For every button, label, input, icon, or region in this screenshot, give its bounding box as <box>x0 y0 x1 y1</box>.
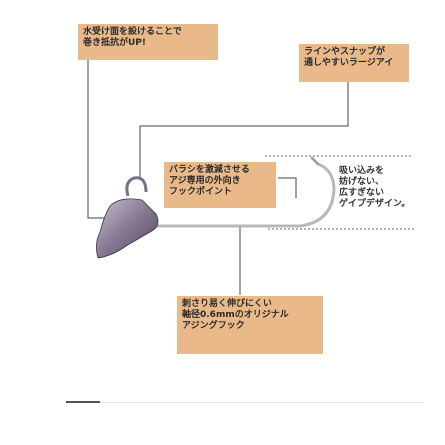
gape-note-line2: 妨げない、 <box>339 177 385 187</box>
callout-hook-wire-line3: アジングフック <box>182 321 245 331</box>
gape-note-line1: 吸い込みを <box>339 166 385 176</box>
callout-sag-reduce-line2: アジ専用の外向き <box>169 176 241 186</box>
leader-sag-reduce <box>278 177 297 198</box>
gape-guides <box>265 155 415 230</box>
callout-line-snap: ラインやスナップが 通しやすいラージアイ <box>299 44 409 82</box>
gape-note-line3: 広すぎない <box>339 188 385 198</box>
hook-shank-bend <box>148 162 336 228</box>
head-eye <box>125 176 148 197</box>
leader-water-surface <box>87 58 106 219</box>
bottom-divider <box>66 402 424 403</box>
head-body <box>96 198 159 259</box>
callout-sag-reduce: バラシを激減させる アジ専用の外向き フックポイント <box>164 162 276 208</box>
leader-line-snap <box>139 82 349 178</box>
callout-sag-reduce-line1: バラシを激減させる <box>169 165 250 175</box>
callout-line-snap-line2: 通しやすいラージアイ <box>304 58 394 68</box>
gape-design-note: 吸い込みを 妨げない、 広すぎない ゲイプデザイン。 <box>339 166 434 210</box>
gape-note-line4: ゲイプデザイン。 <box>339 199 411 209</box>
hook <box>148 156 336 228</box>
callout-hook-wire-line2: 軸径0.6mmのオリジナル <box>182 310 289 320</box>
callout-water-surface: 水受け面を設けることで 巻き抵抗がUP! <box>78 24 218 60</box>
callout-hook-wire: 刺さり易く伸びにくい 軸径0.6mmのオリジナル アジングフック <box>177 296 323 354</box>
callout-hook-wire-line1: 刺さり易く伸びにくい <box>182 299 272 309</box>
callout-water-surface-line2: 巻き抵抗がUP! <box>83 38 147 48</box>
callout-sag-reduce-line3: フックポイント <box>169 187 233 197</box>
leader-lines <box>87 58 349 295</box>
hook-point <box>310 156 320 166</box>
bottom-divider-accent <box>66 401 100 403</box>
callout-line-snap-line1: ラインやスナップが <box>304 47 386 57</box>
jig-head <box>96 176 159 259</box>
callout-water-surface-line1: 水受け面を設けることで <box>83 27 182 37</box>
